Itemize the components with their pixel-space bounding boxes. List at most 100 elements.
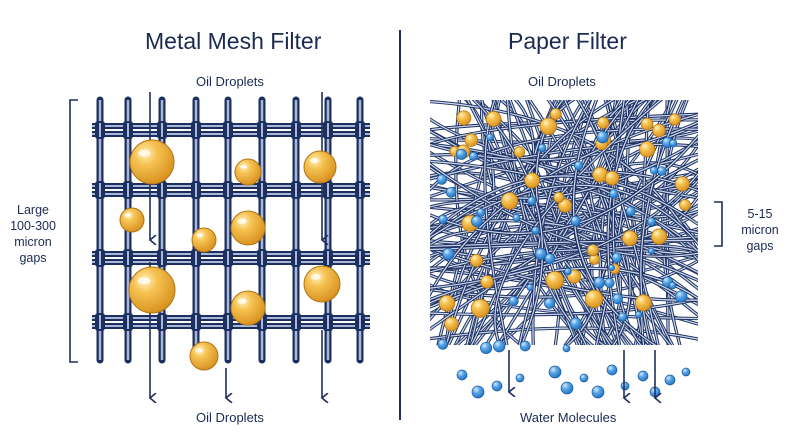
droplet-highlight: [237, 298, 247, 304]
water-drop: [471, 385, 485, 399]
water-molecule: [635, 311, 643, 319]
paper-fiber-highlight: [430, 119, 698, 131]
water-molecule: [564, 267, 572, 276]
mesh-gap-label-line: gaps: [19, 251, 47, 265]
water-molecule: [608, 264, 615, 272]
water-molecule: [625, 206, 636, 217]
water-molecule: [519, 340, 531, 352]
oil-droplet: [500, 192, 519, 210]
oil-droplet: [597, 116, 610, 129]
paper-gap-label-line: gaps: [746, 239, 774, 253]
oil-droplet: [470, 298, 490, 318]
paper-fiber-highlight: [477, 100, 670, 345]
oil-droplet: [444, 316, 459, 332]
water-molecule: [531, 226, 540, 235]
oil-droplet: [549, 108, 562, 120]
water-molecule: [537, 143, 547, 153]
water-molecule: [569, 317, 582, 330]
paper-fiber-highlight: [430, 113, 698, 146]
paper-fiber-highlight: [472, 100, 544, 345]
paper-fiber-highlight: [612, 100, 642, 345]
oil-droplet: [189, 341, 219, 371]
water-molecule: [480, 341, 493, 355]
water-molecule: [534, 248, 547, 260]
water-drop: [560, 381, 574, 395]
paper-fiber-highlight: [595, 100, 629, 345]
oil-droplet: [234, 158, 262, 186]
paper-gap-label-line: micron: [741, 223, 779, 237]
oil-droplet: [604, 170, 620, 186]
mesh-gap-label-line: 100-300: [10, 219, 56, 233]
water-molecule: [486, 133, 494, 142]
oil-droplet: [586, 244, 599, 257]
oil-droplet: [650, 228, 668, 245]
paper-fiber-highlight: [430, 160, 698, 253]
oil-droplet: [584, 289, 604, 309]
water-molecule: [649, 166, 659, 175]
paper-top-label: Oil Droplets: [528, 74, 596, 89]
water-drop: [620, 381, 630, 391]
water-drop: [606, 364, 618, 376]
water-drop: [591, 385, 605, 399]
water-molecule: [647, 247, 655, 255]
paper-fiber-highlight: [430, 121, 698, 161]
oil-droplet: [230, 210, 266, 246]
water-molecule: [611, 252, 623, 264]
water-molecule: [526, 283, 534, 291]
oil-droplet: [485, 111, 502, 127]
oil-droplet: [652, 123, 666, 138]
oil-droplet: [128, 266, 176, 314]
water-molecule: [493, 340, 506, 353]
water-molecule: [669, 139, 678, 148]
water-drop: [548, 365, 562, 379]
paper-fiber-highlight: [430, 159, 698, 330]
water-molecule: [647, 217, 656, 227]
oil-droplet: [524, 172, 540, 189]
water-molecule: [657, 166, 667, 176]
droplet-highlight: [138, 149, 151, 157]
paper-fiber-highlight: [430, 140, 698, 199]
water-molecule: [609, 189, 619, 199]
water-molecule: [442, 247, 455, 261]
water-molecule: [527, 196, 537, 206]
mesh-bottom-label: Oil Droplets: [196, 410, 264, 425]
paper-fiber-highlight: [430, 239, 698, 248]
water-molecule: [436, 174, 448, 185]
water-molecule: [668, 281, 677, 290]
oil-droplet: [668, 113, 681, 126]
paper-bottom-label: Water Molecules: [520, 410, 617, 425]
oil-droplet: [622, 230, 638, 247]
water-drop: [491, 380, 503, 392]
paper-fiber-mat: [430, 100, 698, 399]
paper-fiber-highlight: [430, 184, 698, 245]
oil-droplet: [640, 117, 654, 131]
water-molecule: [445, 186, 457, 198]
paper-fiber-highlight: [535, 100, 587, 345]
oil-droplet: [545, 270, 565, 290]
water-drop: [681, 367, 691, 377]
mesh-gap-label-line: micron: [14, 235, 52, 249]
paper-fiber-highlight: [430, 143, 698, 180]
water-drop: [515, 373, 525, 383]
mesh-top-label: Oil Droplets: [196, 74, 264, 89]
oil-droplet: [639, 141, 656, 158]
droplet-highlight: [195, 348, 204, 353]
water-molecule: [618, 312, 628, 322]
oil-droplet: [303, 150, 337, 184]
oil-droplet: [674, 176, 690, 192]
droplet-highlight: [237, 218, 247, 224]
droplet-highlight: [309, 158, 319, 164]
water-molecule: [544, 297, 556, 309]
water-molecule: [471, 215, 483, 227]
water-drop: [637, 370, 649, 382]
droplet-highlight: [239, 164, 248, 169]
water-molecule: [508, 295, 519, 307]
water-molecule: [455, 148, 467, 160]
mesh-gap-label-line: Large: [17, 203, 49, 217]
water-molecule: [469, 151, 479, 161]
paper-fiber-highlight: [572, 100, 657, 345]
oil-droplet: [513, 146, 526, 158]
paper-fiber-highlight: [481, 100, 611, 345]
oil-droplet: [464, 133, 479, 147]
metal-mesh: [92, 92, 370, 398]
